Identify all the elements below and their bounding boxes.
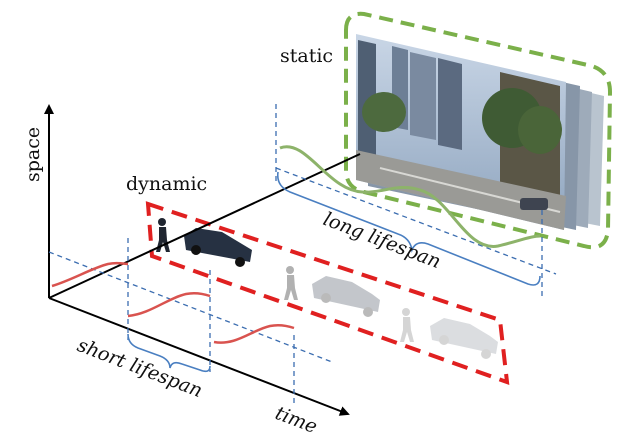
tree-left (362, 92, 406, 132)
static-dashed-frame (344, 11, 613, 250)
dynamic-wave-2 (127, 291, 211, 318)
street-car-icon (520, 198, 548, 210)
static-layer (344, 11, 613, 250)
car-icon-faded-2 (430, 318, 498, 359)
static-label: static (280, 45, 333, 67)
long-lifespan-brace (276, 171, 541, 286)
pedestrian-icon-faded-1 (284, 266, 298, 300)
pedestrian-icon-faded-2 (400, 308, 414, 342)
guide-lines (48, 104, 557, 404)
long-lifespan-label: long lifespan (320, 208, 444, 273)
guide-line (48, 251, 333, 363)
space-axis-label: space (22, 127, 44, 182)
dynamic-wave-1 (51, 261, 129, 288)
car-icon (184, 228, 252, 267)
time-axis-label: time (272, 402, 320, 438)
building-mid (410, 52, 436, 140)
street (356, 150, 566, 230)
dynamic-layer (145, 201, 510, 385)
tree-right-2 (518, 106, 562, 154)
depth-axis (48, 153, 361, 299)
dynamic-wave-3 (213, 323, 295, 344)
short-lifespan-brace (127, 333, 211, 373)
street-photo (356, 34, 566, 230)
building-tall (438, 58, 462, 150)
time-axis (48, 297, 350, 416)
dynamic-label: dynamic (126, 173, 207, 195)
car-icon-faded-1 (312, 276, 380, 317)
dynamic-waves (51, 261, 295, 344)
dynamic-dashed-frame (145, 201, 510, 385)
axes (44, 104, 361, 416)
short-lifespan-label: short lifespan (74, 334, 205, 402)
guide-line (275, 167, 557, 275)
static-wave (279, 145, 541, 248)
